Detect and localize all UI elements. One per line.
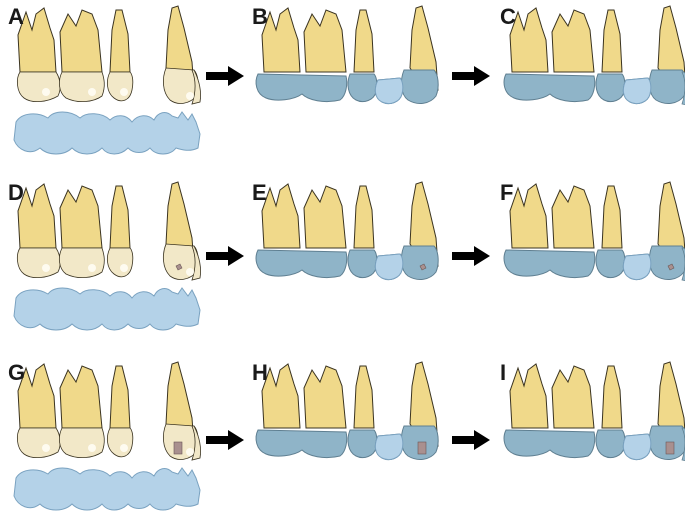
pontic	[622, 77, 652, 105]
retainer-wing	[681, 427, 685, 462]
pontic	[622, 253, 652, 281]
crown-highlight	[186, 92, 194, 100]
panel-h: H	[252, 360, 439, 461]
right-arrow-icon	[206, 246, 244, 266]
panel-g: G	[8, 360, 202, 511]
panel-label: H	[252, 360, 268, 385]
panel-label: F	[500, 180, 513, 205]
panel-e: E	[252, 180, 439, 281]
right-arrow-icon	[452, 66, 490, 86]
panel-label: C	[500, 4, 516, 29]
marker-rect	[417, 441, 427, 455]
crown-highlight	[88, 444, 96, 452]
marker-dot	[175, 263, 183, 271]
pontic	[622, 433, 652, 461]
marker-rect	[665, 441, 675, 455]
crown-highlight	[186, 448, 194, 456]
pontic	[374, 77, 404, 105]
panel-b: B	[252, 4, 439, 105]
seated-bridge	[255, 69, 439, 105]
bridge-piece	[13, 287, 201, 331]
panel-label: A	[8, 4, 24, 29]
marker-dot	[419, 263, 427, 271]
crown-highlight	[88, 264, 96, 272]
bridge-piece	[13, 111, 201, 155]
panel-label: B	[252, 4, 268, 29]
panel-label: I	[500, 360, 506, 385]
bridge-piece	[13, 467, 201, 511]
seated-bridge	[503, 245, 685, 281]
tooth-crowns	[16, 67, 202, 105]
crown-highlight	[42, 264, 50, 272]
panel-f: F	[500, 180, 685, 282]
right-arrow-icon	[452, 246, 490, 266]
crown-highlight	[42, 444, 50, 452]
right-arrow-icon	[206, 66, 244, 86]
panel-i: I	[500, 360, 685, 462]
panel-label: E	[252, 180, 267, 205]
crown-highlight	[186, 268, 194, 276]
marker-dot	[667, 263, 675, 271]
marker-rect	[173, 441, 183, 455]
right-arrow-icon	[206, 430, 244, 450]
crown-highlight	[88, 88, 96, 96]
seated-bridge	[255, 245, 439, 281]
crown-highlight	[120, 264, 128, 272]
panel-label: D	[8, 180, 24, 205]
panel-d: D	[8, 180, 202, 331]
seated-bridge	[503, 69, 685, 105]
crown-highlight	[120, 444, 128, 452]
tooth-crowns	[16, 423, 202, 461]
pontic	[374, 253, 404, 281]
seated-bridge	[255, 425, 439, 461]
tooth-crowns	[16, 243, 202, 281]
crown-highlight	[42, 88, 50, 96]
retainer-wing	[681, 247, 685, 282]
seated-bridge	[503, 425, 685, 461]
pontic	[374, 433, 404, 461]
retainer-wing	[681, 71, 685, 106]
panel-label: G	[8, 360, 25, 385]
panel-a: A	[8, 4, 202, 155]
right-arrow-icon	[452, 430, 490, 450]
crown-highlight	[120, 88, 128, 96]
panel-c: C	[500, 4, 685, 106]
